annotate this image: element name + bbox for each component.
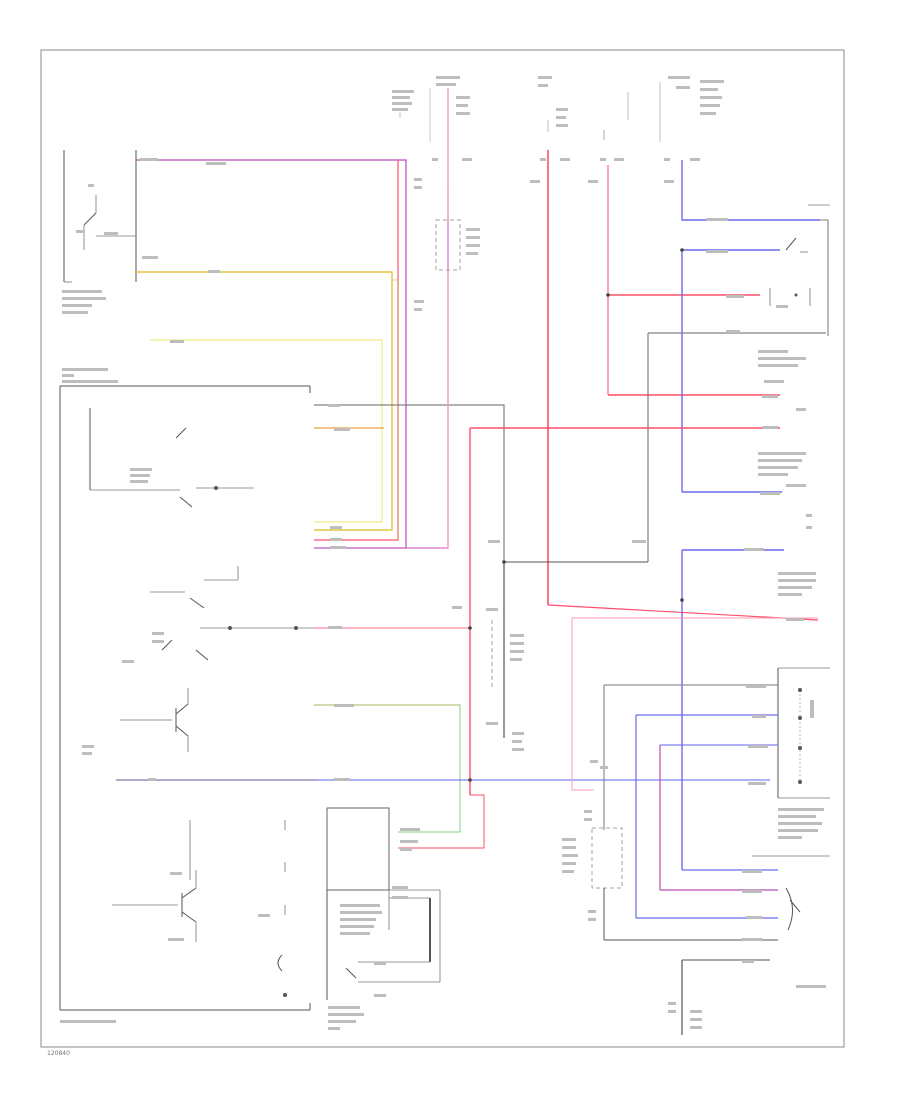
diagram-border [40, 49, 845, 1048]
transistor-lower [112, 820, 287, 997]
wire-red-horizontal [314, 427, 780, 849]
switch-contact [83, 212, 97, 226]
fuse-column-center [547, 120, 819, 621]
wires-right-lower [571, 549, 818, 918]
relay-switch-right [769, 204, 830, 306]
wire-violet-lower [314, 190, 449, 549]
fuse-block-lower [591, 827, 778, 941]
wire-blue-right [681, 160, 829, 493]
internal-switch-group [89, 408, 254, 508]
page-code: 120840 [47, 1050, 70, 1057]
relay-switch-group [150, 566, 316, 661]
motor-circle [636, 855, 830, 931]
right-lower-connector [777, 667, 830, 799]
wire-yellow [136, 271, 399, 540]
fuse-column-right [603, 82, 780, 396]
fuse-column-left [399, 88, 461, 548]
wire-green [314, 704, 461, 833]
wire-lightyellow [150, 339, 383, 523]
wire-gray-right [504, 332, 826, 563]
label-marks [60, 76, 826, 1030]
lower-module [326, 807, 441, 1000]
wire-gray-upper [314, 404, 505, 738]
top-left-switch-block [63, 150, 137, 283]
ground-bottom-right [681, 959, 770, 1035]
control-unit-outline [59, 385, 311, 1011]
transistor-upper [120, 688, 189, 752]
fuse-block-center [491, 562, 505, 738]
junction-dots [468, 248, 684, 782]
